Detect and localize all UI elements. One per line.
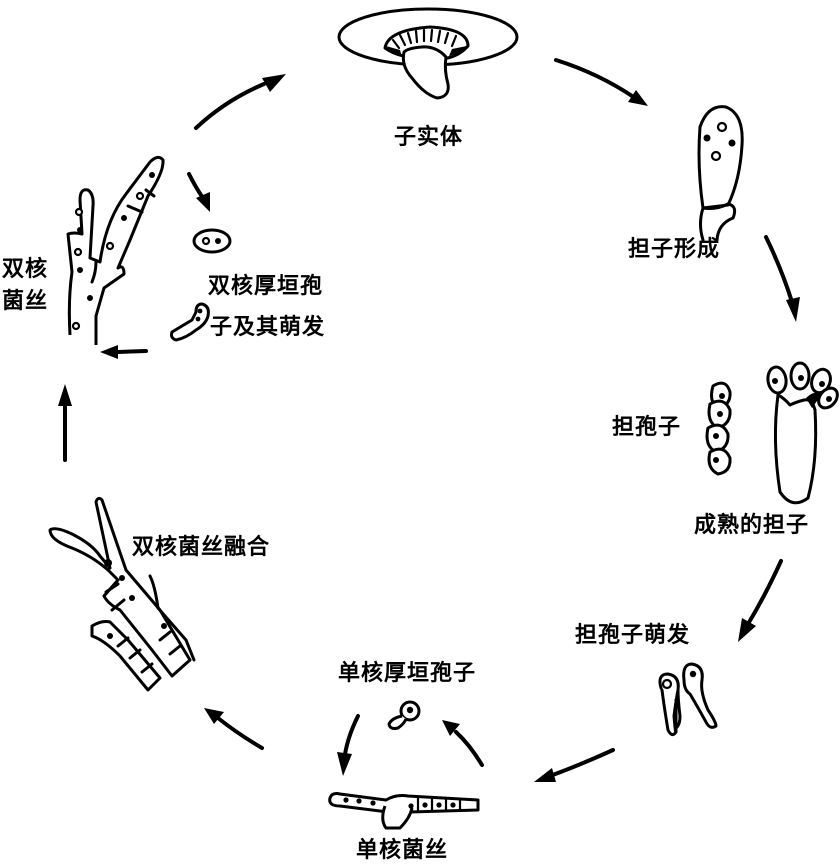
- label-dikaryotic-fusion: 双核菌丝融合: [132, 535, 271, 560]
- hyphae-fusion-illustration: [48, 496, 196, 692]
- label-dikaryotic-hyphae-line2: 菌丝: [2, 289, 49, 314]
- dikaryotic-hyphae-illustration: [66, 155, 165, 345]
- label-fruiting-body: 子实体: [394, 125, 464, 150]
- gills: [386, 28, 467, 57]
- arrow-fusion-to-dikaryotic: [58, 384, 72, 462]
- label-mono-hyphae: 单核菌丝: [356, 838, 449, 863]
- arrow-chlamydospore-to-mono-hyphae: [337, 714, 360, 776]
- label-mono-chlamydospore: 单核厚垣孢子: [338, 661, 477, 686]
- mono-hyphae-illustration: [328, 792, 480, 830]
- label-mature-basidium: 成熟的担子: [694, 513, 810, 538]
- mature-basidium-illustration: [766, 361, 839, 505]
- arrow-germination-to-mono-hyphae: [534, 748, 615, 782]
- germinating-basidiospores-illustration: [658, 662, 718, 737]
- septa: [104, 582, 182, 674]
- fruiting-body-illustration: [337, 7, 519, 100]
- di-chlamydospore-illustration: [170, 228, 232, 342]
- label-basidiospores: 担孢子: [612, 415, 682, 440]
- arrow-basidium-to-mature: [764, 235, 800, 322]
- arrow-chlamydospore-to-dikaryotic: [100, 345, 148, 359]
- label-basidium-formation: 担子形成: [628, 237, 721, 262]
- label-di-chlamydospore-line2: 子及其萌发: [210, 315, 326, 340]
- label-dikaryotic-hyphae-line1: 双核: [2, 257, 49, 282]
- basidium-formation-illustration: [697, 105, 744, 242]
- arrow-mono-hyphae-to-chlamydospore: [442, 720, 484, 767]
- arrow-mature-to-germination: [738, 559, 783, 642]
- label-basidiospore-germination: 担孢子萌发: [575, 623, 691, 648]
- arrow-to-di-chlamydospore: [187, 172, 210, 212]
- mono-chlamydospore-illustration: [387, 700, 421, 730]
- arrow-fruiting-to-basidium: [554, 58, 648, 106]
- label-di-chlamydospore-line1: 双核厚垣孢: [208, 274, 324, 299]
- basidiospores-illustration: [705, 381, 732, 476]
- arrow-dikaryotic-to-fruiting: [194, 74, 286, 130]
- arrow-mono-to-fusion: [204, 708, 264, 750]
